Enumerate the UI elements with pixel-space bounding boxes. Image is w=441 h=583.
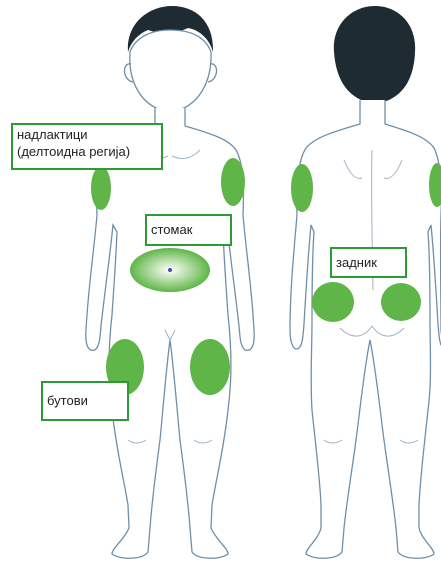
back-upper-arm-zone-left	[291, 164, 313, 212]
front-head	[130, 30, 211, 112]
back-figure	[290, 6, 441, 558]
front-upper-arm-zone-left	[91, 166, 111, 210]
buttocks-label: задник	[330, 247, 407, 278]
back-hair	[334, 6, 415, 104]
front-thigh-zone-right	[190, 339, 230, 395]
back-buttock-zone-right	[381, 283, 421, 321]
navel-marker	[168, 268, 172, 272]
upper-arms-label: надлактици (делтоидна регија)	[11, 123, 163, 170]
front-upper-arm-zone-right	[221, 158, 245, 206]
stomach-label: стомак	[145, 214, 232, 246]
buttocks-label-text: задник	[336, 250, 401, 275]
upper-arms-label-line1: надлактици	[17, 126, 157, 143]
thighs-label-text: бутови	[47, 384, 123, 418]
upper-arms-label-line2: (делтоидна регија)	[17, 143, 157, 160]
front-figure	[86, 6, 254, 558]
back-buttock-zone-left	[312, 282, 354, 322]
back-body-outline	[290, 100, 441, 558]
stomach-label-text: стомак	[151, 217, 226, 243]
thighs-label: бутови	[41, 381, 129, 421]
